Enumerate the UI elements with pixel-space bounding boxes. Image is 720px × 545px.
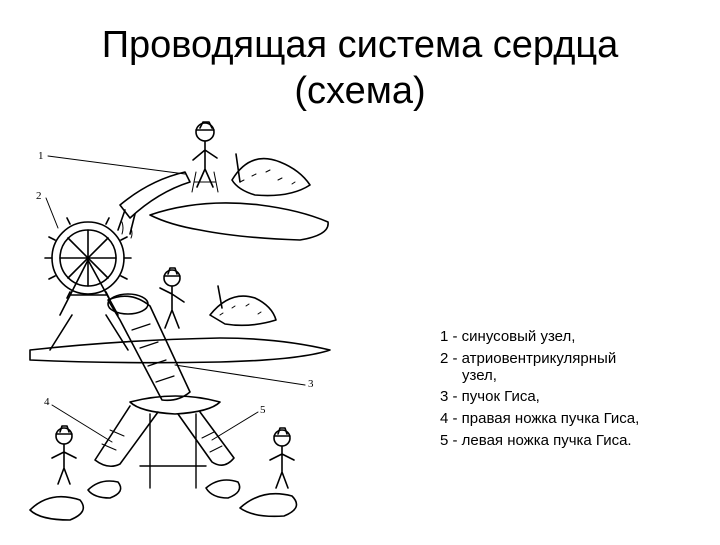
branch-pipes <box>94 395 235 489</box>
upper-plateau <box>149 157 329 241</box>
central-tube <box>107 293 191 402</box>
title-line-1: Проводящая система сердца <box>101 24 619 66</box>
worker-figure-2 <box>159 267 223 329</box>
leader-line-5 <box>211 411 259 441</box>
legend-item-4: 4 - правая ножка пучка Гиса, <box>440 410 640 427</box>
legend-item-1: 1 - синусовый узел, <box>440 328 576 345</box>
figure-label-3: 3 <box>308 378 314 390</box>
figure-label-5: 5 <box>260 404 266 416</box>
cartoon-drawing <box>29 121 331 521</box>
legend-item-3: 3 - пучок Гиса, <box>440 388 540 405</box>
worker-figure-1 <box>191 121 241 193</box>
legend-item-5: 5 - левая ножка пучка Гиса. <box>440 432 632 449</box>
chute-1 <box>117 171 191 239</box>
worker-figure-3 <box>29 425 85 521</box>
leader-line-3 <box>174 364 306 386</box>
water-wheel <box>44 217 132 351</box>
legend-item-2: 2 - атриовентрикулярный узел, <box>440 348 716 384</box>
figure-label-2: 2 <box>36 190 42 202</box>
legend-item-2-continuation: узел, <box>462 367 497 384</box>
heart-conduction-illustration: 1 2 3 4 5 <box>0 110 440 540</box>
title-line-2: (схема) <box>294 70 426 112</box>
leader-line-4 <box>51 404 113 443</box>
worker-figure-4 <box>239 427 298 518</box>
page-title: Проводящая система сердца (схема) <box>0 22 720 114</box>
heap-right <box>205 479 241 499</box>
heap-left <box>87 480 122 499</box>
leader-line-2 <box>45 197 59 229</box>
middle-plateau <box>29 295 331 364</box>
legend-list: 1 - синусовый узел, 2 - атриовентрикуляр… <box>440 326 716 452</box>
figure-label-1: 1 <box>38 150 44 162</box>
figure-label-4: 4 <box>44 396 50 408</box>
leader-line-1 <box>47 155 186 175</box>
